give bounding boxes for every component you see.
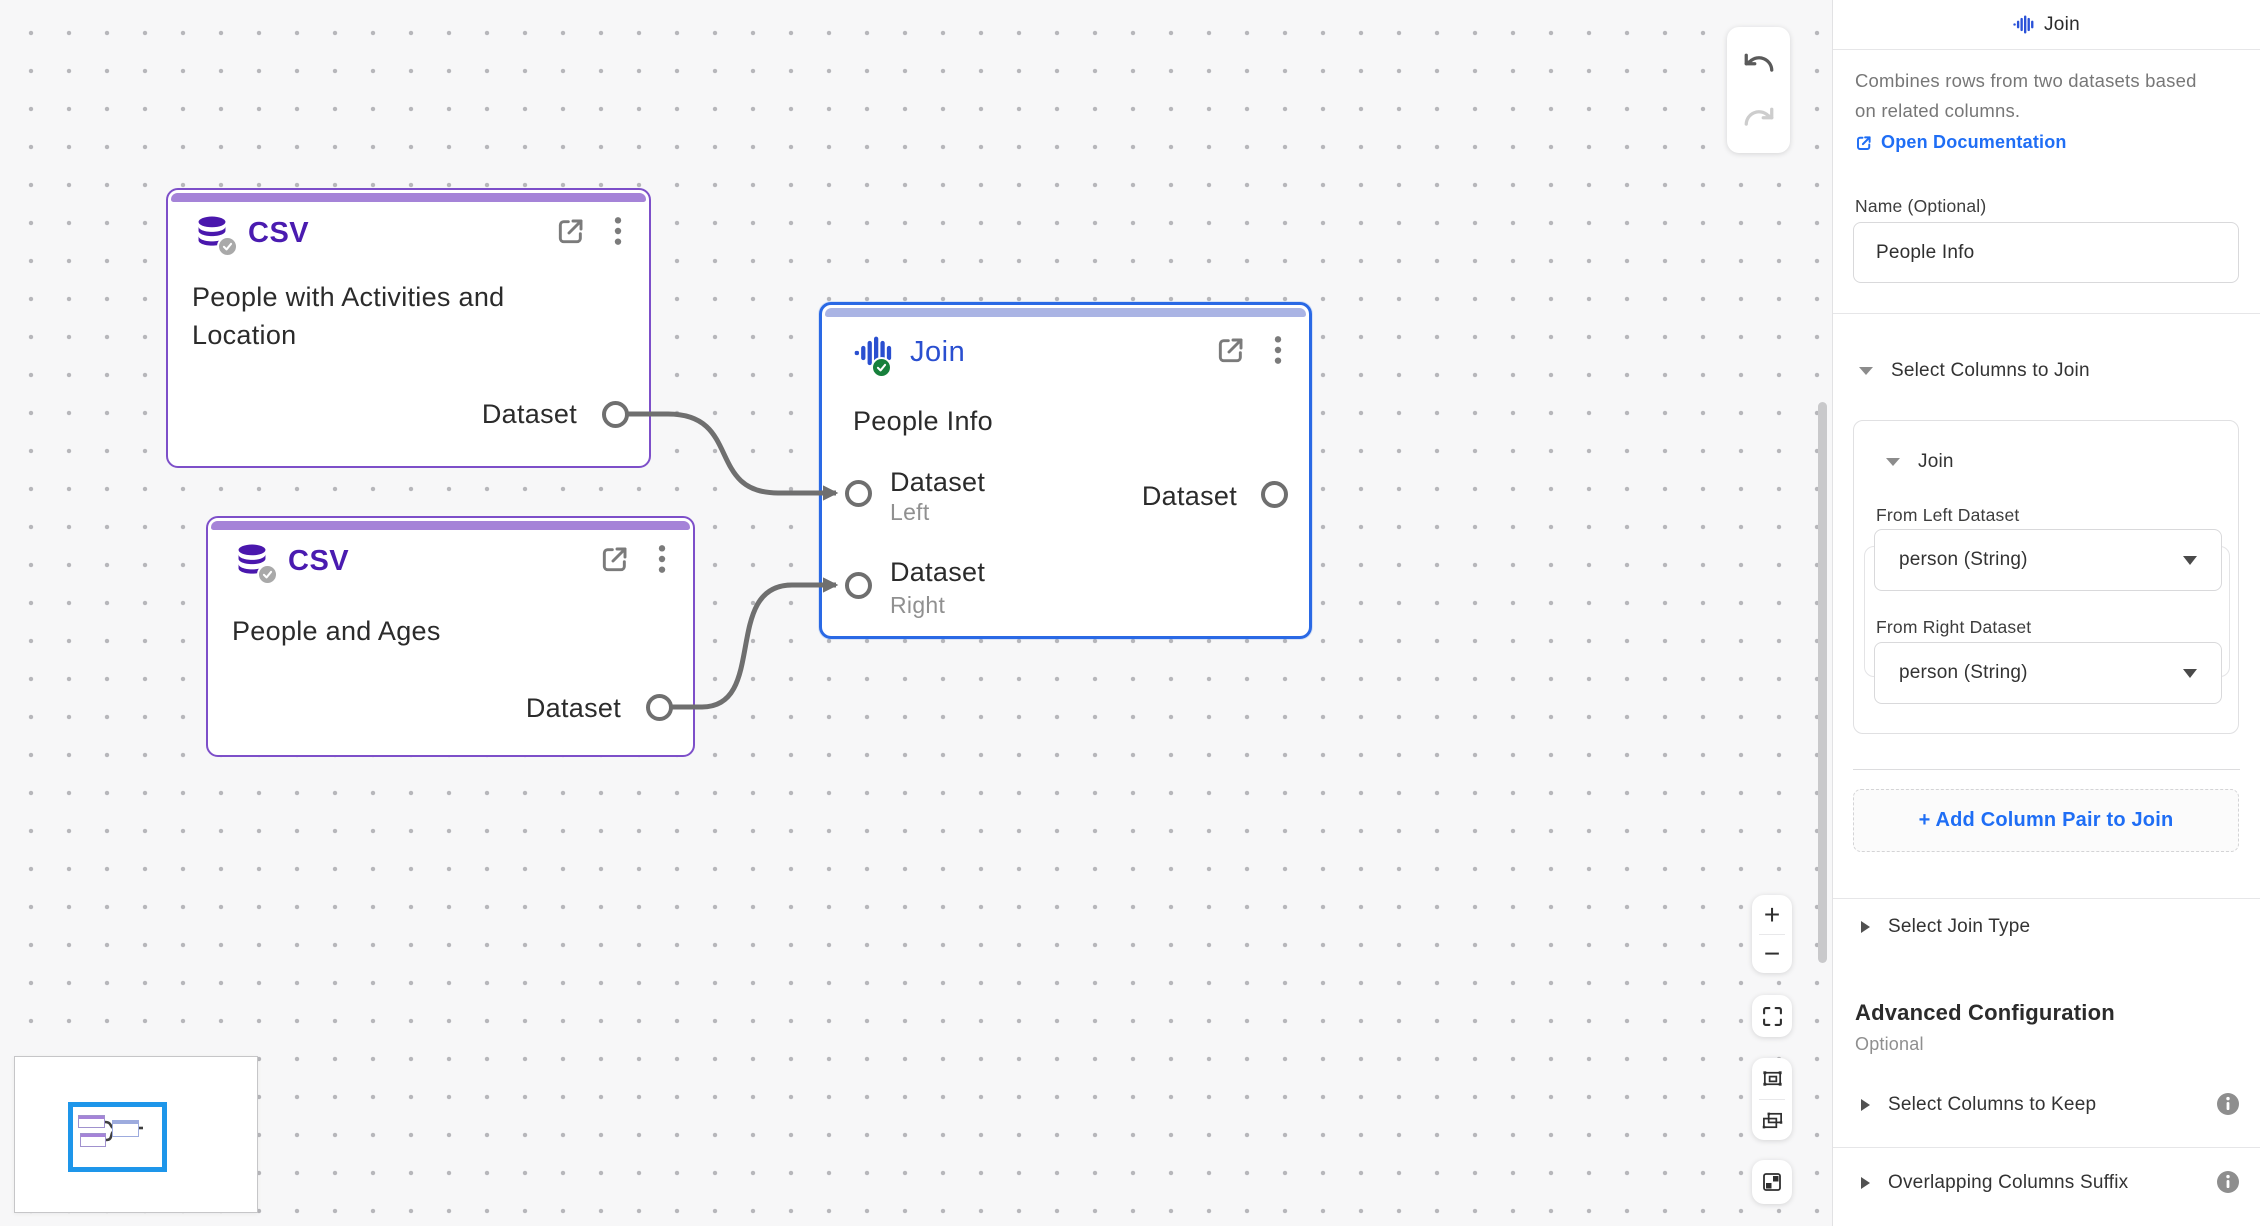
external-link-icon <box>1857 135 1871 150</box>
output-port-label: Dataset <box>481 399 577 429</box>
node-description: People with Activities and Location <box>192 282 505 350</box>
node-title: Join <box>910 335 966 368</box>
chevron-right-icon <box>1861 1177 1870 1189</box>
sidebar-title: Join <box>2043 13 2081 35</box>
zoom-out-icon[interactable]: − <box>1763 938 1781 969</box>
select-columns-to-keep-header[interactable]: Select Columns to Keep <box>1861 1094 2096 1116</box>
node-title: CSV <box>288 544 350 577</box>
node-description: People and Ages <box>232 616 441 646</box>
check-badge-icon <box>871 357 892 378</box>
csv-database-icon <box>232 542 278 585</box>
config-sidebar: Join Combines rows from two datasets bas… <box>1832 0 2260 1226</box>
node-description: People Info <box>853 406 993 436</box>
select-join-type-header[interactable]: Select Join Type <box>1861 916 2030 938</box>
chevron-down-icon <box>1859 367 1873 375</box>
divider <box>1833 1147 2260 1148</box>
name-field-label: Name (Optional) <box>1855 196 1987 216</box>
edge-csv2-to-join-right[interactable] <box>672 577 839 710</box>
output-port[interactable] <box>646 694 673 721</box>
chevron-right-icon <box>1861 1099 1870 1111</box>
fit-view-control <box>1752 995 1792 1037</box>
left-column-select[interactable]: person (String) <box>1874 529 2222 591</box>
input-port-sublabel: Left <box>890 499 930 525</box>
minimap-viewport[interactable] <box>68 1102 167 1172</box>
sidebar-header: Join <box>1833 0 2260 50</box>
chevron-down-icon <box>2183 668 2197 678</box>
chevron-down-icon <box>1886 458 1900 466</box>
right-dataset-label: From Right Dataset <box>1876 617 2032 637</box>
input-port-right[interactable] <box>845 572 872 599</box>
right-column-select[interactable]: person (String) <box>1874 642 2222 704</box>
overlapping-columns-suffix-header[interactable]: Overlapping Columns Suffix <box>1861 1172 2128 1194</box>
divider <box>1833 898 2260 899</box>
input-port-sublabel: Right <box>890 592 946 618</box>
node-accent-strip <box>171 193 646 202</box>
chevron-right-icon <box>1861 921 1870 933</box>
kebab-menu-icon[interactable] <box>657 543 667 580</box>
node-type-description: Combines rows from two datasets based on… <box>1855 70 2197 121</box>
input-port-label: Dataset <box>890 557 986 587</box>
name-input[interactable] <box>1853 222 2239 283</box>
redo-icon[interactable] <box>1739 100 1779 134</box>
add-column-pair-button[interactable]: + Add Column Pair to Join <box>1853 789 2239 852</box>
advanced-configuration-subtitle: Optional <box>1855 1034 1924 1054</box>
info-icon[interactable] <box>2216 1170 2240 1194</box>
check-badge-icon <box>257 564 278 585</box>
minimap-node <box>80 1133 106 1147</box>
selection-tool-icon[interactable] <box>1752 1100 1792 1140</box>
minimap-node <box>112 1120 139 1137</box>
output-port[interactable] <box>602 401 629 428</box>
join-waveform-icon <box>854 333 894 378</box>
open-documentation-link[interactable]: Open Documentation <box>1855 132 2067 153</box>
select-columns-section-header[interactable]: Select Columns to Join <box>1859 360 2090 382</box>
left-dataset-label: From Left Dataset <box>1876 505 2020 525</box>
join-waveform-icon <box>2013 15 2035 34</box>
chevron-down-icon <box>2183 555 2197 565</box>
output-port[interactable] <box>1261 481 1288 508</box>
fit-view-icon[interactable] <box>1752 995 1792 1037</box>
column-pair-card: Join From Left Dataset person (String) F… <box>1853 420 2239 734</box>
edge-csv1-to-join-left[interactable] <box>628 411 839 501</box>
minimap-toggle-icon[interactable] <box>1752 1160 1792 1204</box>
fit-selection-icon[interactable] <box>1752 1058 1792 1099</box>
csv-database-icon <box>192 214 238 257</box>
zoom-controls: + − <box>1752 895 1792 973</box>
join-pair-header[interactable]: Join <box>1886 451 1954 473</box>
zoom-in-icon[interactable]: + <box>1763 898 1781 930</box>
node-title: CSV <box>248 216 310 249</box>
divider <box>1833 313 2260 314</box>
node-csv-people-activities[interactable]: CSV People with Act <box>166 188 651 468</box>
minimap[interactable] <box>14 1056 258 1213</box>
minimap-node <box>78 1115 105 1128</box>
input-port-label: Dataset <box>890 467 986 497</box>
kebab-menu-icon[interactable] <box>1273 334 1283 371</box>
node-accent-strip <box>825 308 1306 317</box>
divider <box>1853 769 2240 770</box>
advanced-configuration-title: Advanced Configuration <box>1855 1000 2115 1025</box>
input-port-left[interactable] <box>845 480 872 507</box>
node-csv-people-ages[interactable]: CSV People and Ages <box>206 516 695 757</box>
selection-controls <box>1752 1058 1792 1140</box>
canvas-vertical-scrollbar[interactable] <box>1818 402 1827 963</box>
info-icon[interactable] <box>2216 1092 2240 1116</box>
open-in-panel-icon[interactable] <box>555 215 587 252</box>
node-accent-strip <box>211 521 690 530</box>
output-port-label: Dataset <box>525 693 621 723</box>
history-controls <box>1727 27 1790 153</box>
pipeline-canvas[interactable]: CSV People with Act <box>0 0 1832 1226</box>
open-in-panel-icon[interactable] <box>1215 334 1247 371</box>
open-in-panel-icon[interactable] <box>599 543 631 580</box>
kebab-menu-icon[interactable] <box>613 215 623 252</box>
undo-icon[interactable] <box>1739 46 1779 80</box>
output-port-label: Dataset <box>1141 481 1237 511</box>
node-join-people-info[interactable]: Join People Info <box>819 302 1312 639</box>
minimap-toggle <box>1752 1160 1792 1204</box>
check-badge-icon <box>217 236 238 257</box>
